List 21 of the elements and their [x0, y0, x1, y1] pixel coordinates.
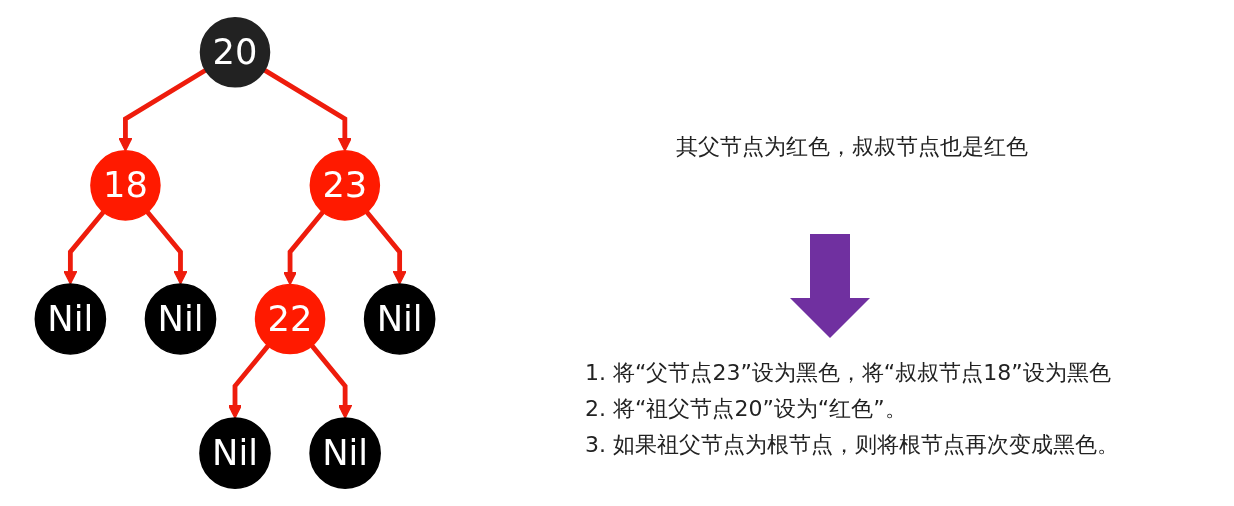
node-circle: 20	[199, 17, 271, 88]
condition-text: 其父节点为红色，叔叔节点也是红色	[675, 133, 1029, 161]
step-text: 3. 如果祖父节点为根节点，则将根节点再次变成黑色。	[585, 431, 1119, 459]
arrow	[364, 210, 407, 285]
node-circle: 18	[90, 150, 161, 221]
step-text: 2. 将“祖父节点20”设为“红色”。	[585, 395, 908, 423]
node-circle: 22	[254, 283, 326, 355]
arrow	[227, 344, 271, 419]
node-circle: 23	[309, 150, 381, 221]
arrow	[118, 68, 207, 152]
node-circle: Nil	[363, 283, 436, 355]
node-circle: Nil	[199, 417, 271, 489]
arrow	[145, 210, 188, 285]
node-circle: Nil	[309, 417, 381, 489]
step-text: 1. 将“父节点23”设为黑色，将“叔叔节点18”设为黑色	[585, 359, 1112, 387]
arrow	[310, 344, 353, 419]
node-circle: Nil	[144, 283, 217, 355]
arrow	[263, 68, 352, 152]
arrow	[283, 210, 325, 286]
arrow	[63, 210, 106, 285]
node-circle: Nil	[34, 283, 107, 355]
